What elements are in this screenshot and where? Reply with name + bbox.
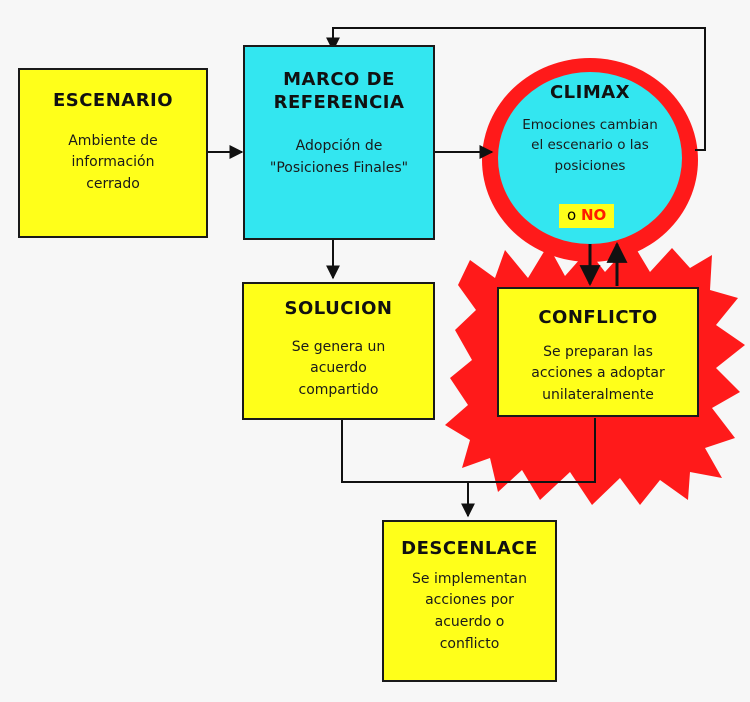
node-climax-title: CLIMAX <box>549 82 631 103</box>
node-escenario-body: Ambiente de información cerrado <box>68 132 158 192</box>
node-marco-title: MARCO DE REFERENCIA <box>273 69 405 113</box>
node-climax-body: Emociones cambian el escenario o las pos… <box>522 116 658 175</box>
node-solucion-title: SOLUCION <box>284 298 393 319</box>
connector-conflicto-join <box>468 418 596 483</box>
node-descenlace: DESCENLACE Se implementan acciones por a… <box>382 520 557 682</box>
node-conflicto: CONFLICTO Se preparan las acciones a ado… <box>497 287 699 417</box>
node-marco-de-referencia: MARCO DE REFERENCIA Adopción de "Posicio… <box>243 45 435 240</box>
node-escenario: ESCENARIO Ambiente de información cerrad… <box>18 68 208 238</box>
node-climax: CLIMAX Emociones cambian el escenario o … <box>500 82 680 177</box>
climax-no-badge: o NO <box>559 204 615 228</box>
climax-no-text: NO <box>580 206 607 224</box>
node-descenlace-title: DESCENLACE <box>401 538 538 559</box>
node-descenlace-body: Se implementan acciones por acuerdo o co… <box>412 570 527 652</box>
feedback-loop-line <box>326 27 706 151</box>
connector-solucion-join <box>341 418 468 483</box>
node-solucion-body: Se genera un acuerdo compartido <box>291 338 386 398</box>
node-escenario-title: ESCENARIO <box>52 90 174 111</box>
node-marco-body: Adopción de "Posiciones Finales" <box>269 138 409 176</box>
climax-no-prefix: o <box>567 206 581 224</box>
climax-node-shape <box>498 72 682 244</box>
node-conflicto-body: Se preparan las acciones a adoptar unila… <box>531 343 665 403</box>
node-solucion: SOLUCION Se genera un acuerdo compartido <box>242 282 435 420</box>
node-conflicto-title: CONFLICTO <box>538 307 658 328</box>
